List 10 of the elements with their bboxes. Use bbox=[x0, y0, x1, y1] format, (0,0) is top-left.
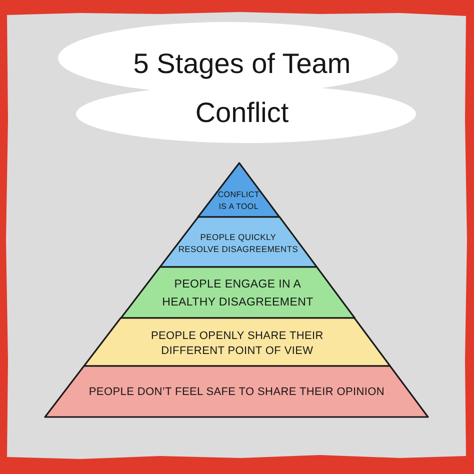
tier-label: PEOPLE DON’T FEEL SAFE TO SHARE THEIR OPINION bbox=[88, 385, 386, 399]
pyramid-tier bbox=[160, 217, 316, 267]
title: 5 Stages of Team Conflict bbox=[133, 48, 351, 128]
pyramid-tier bbox=[120, 267, 354, 318]
pyramid-tier bbox=[45, 366, 428, 417]
tier-label: PEOPLE QUICKLY RESOLVE DISAGREEMENTS bbox=[177, 231, 300, 255]
tier-label: CONFLICT IS A TOOL bbox=[216, 188, 260, 212]
tier-label: PEOPLE ENGAGE IN A HEALTHY DISAGREEMENT bbox=[161, 278, 314, 310]
pyramid-tier bbox=[198, 163, 280, 217]
tier-label: PEOPLE OPENLY SHARE THEIR DIFFERENT POINT OF VIEW bbox=[150, 328, 324, 358]
